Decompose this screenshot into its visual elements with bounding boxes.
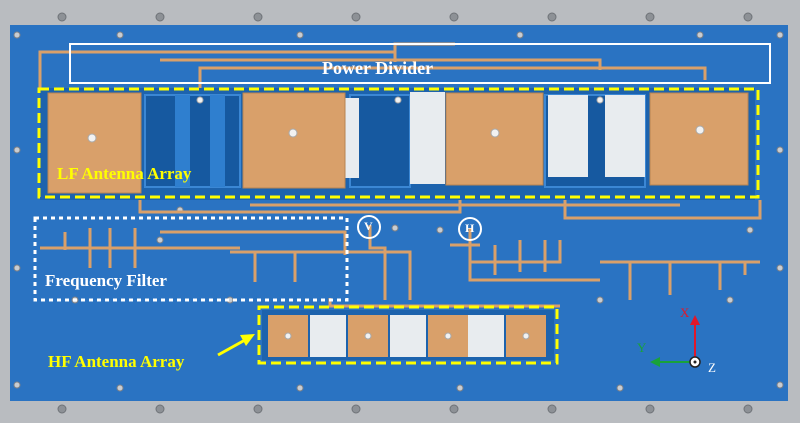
filter-stubs [63, 228, 747, 300]
coordinate-axes [650, 315, 701, 368]
frequency-filter-box [33, 216, 349, 302]
hf-array-label: HF Antenna Array [48, 352, 185, 371]
lf-array-label: LF Antenna Array [57, 164, 192, 183]
hf-antenna-array [262, 310, 554, 360]
port-h-label: H [465, 221, 475, 235]
axis-x-label: X [680, 305, 690, 320]
port-h-circle [458, 217, 482, 241]
power-divider-label: Power Divider [322, 58, 434, 78]
port-v-circle [357, 215, 381, 239]
hf-pointer-arrow [217, 334, 255, 357]
axis-z-label: Z [708, 360, 716, 375]
frame-screws [57, 12, 753, 414]
axis-y-label: Y [637, 340, 647, 355]
hf-array-box [257, 305, 559, 365]
lf-antenna-array [40, 88, 755, 200]
power-divider-box [69, 43, 771, 84]
lf-array-box [37, 87, 760, 199]
port-v-label: V [364, 219, 373, 233]
frequency-filter-label: Frequency Filter [45, 271, 167, 290]
